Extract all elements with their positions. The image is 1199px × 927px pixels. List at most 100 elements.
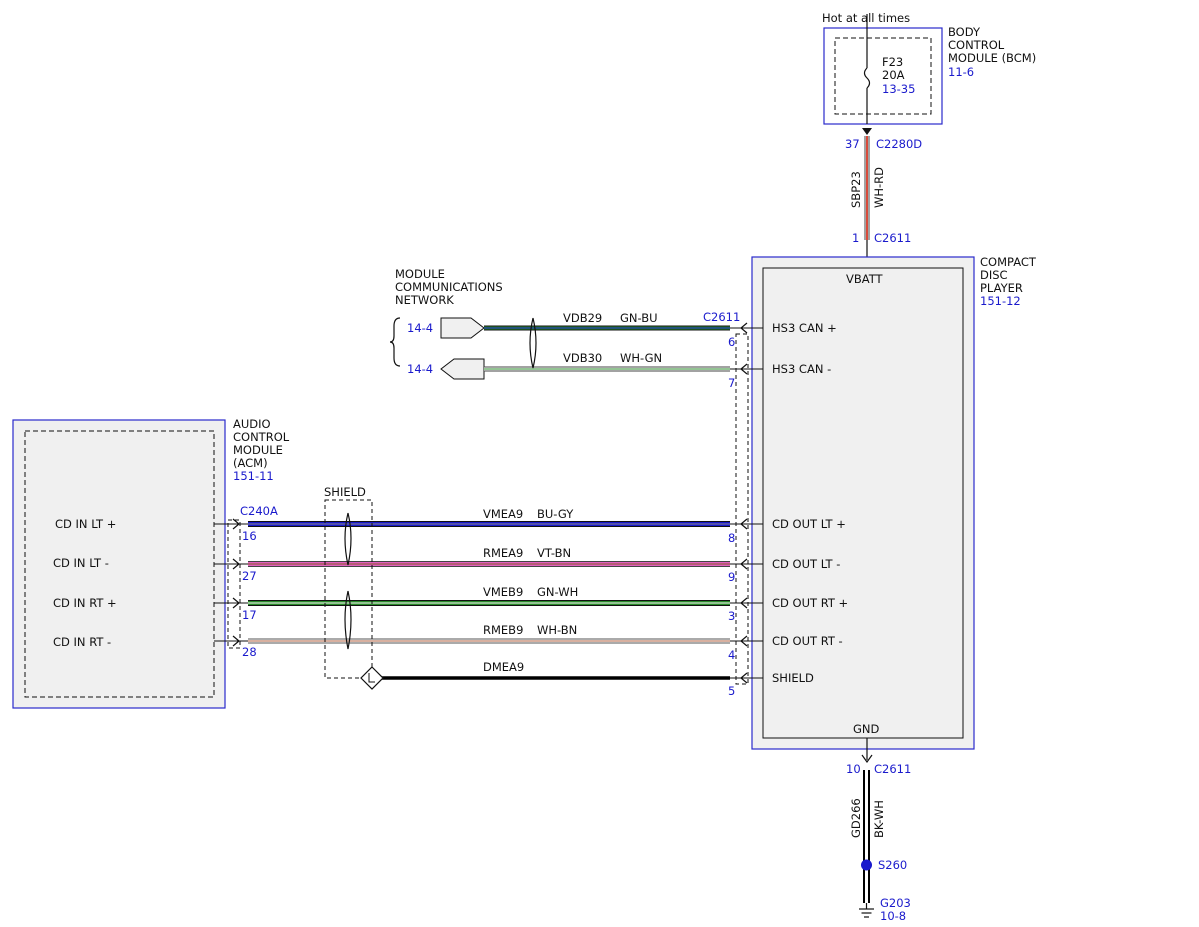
network-section: MODULE COMMUNICATIONS NETWORK 14-4 14-4 … [389, 267, 763, 390]
ground-name[interactable]: G203 [880, 896, 911, 910]
wire-rmeb9-color: WH-BN [537, 623, 577, 637]
wire-vdb30-color: WH-GN [620, 351, 662, 365]
acm-title-line-4: (ACM) [233, 456, 268, 470]
cdp-title-line-1: COMPACT [980, 255, 1037, 269]
acm-pin-label-cd-in-lt-minus: CD IN LT - [53, 556, 109, 570]
vbatt-label: VBATT [846, 272, 884, 286]
cdp-title-line-3: PLAYER [980, 281, 1023, 295]
wire-vdb29-color: GN-BU [620, 311, 658, 325]
pin-arrow-icon [740, 322, 748, 334]
bcm-ref-link[interactable]: 11-6 [948, 65, 974, 79]
acm-title-line-3: MODULE [233, 443, 283, 457]
acm-pin-label-cd-in-lt-plus: CD IN LT + [55, 517, 116, 531]
pin-arrow-icon [862, 128, 872, 135]
bcm-title-line-1: BODY [948, 25, 981, 39]
pin-arrow-icon [740, 558, 748, 570]
network-ref-link-1[interactable]: 14-4 [407, 321, 433, 335]
twisted-pair-icon [344, 512, 352, 566]
twisted-pair-icon [529, 317, 537, 369]
bcm-connector[interactable]: C2280D [876, 137, 922, 151]
fuse-ref-link[interactable]: 13-35 [882, 82, 915, 96]
vbatt-pin: 1 [852, 231, 859, 245]
cdp-pin-label-hs3-can-plus: HS3 CAN + [772, 321, 837, 335]
fuse-rating: 20A [882, 68, 905, 82]
power-wire-circuit: SBP23 [849, 171, 863, 208]
wire-vdb29-circuit: VDB29 [563, 311, 602, 325]
wire-vdb30-circuit: VDB30 [563, 351, 602, 365]
cdp-pin-label-cd-out-rt-minus: CD OUT RT - [772, 634, 843, 648]
shield-box: SHIELD [324, 485, 384, 690]
wire-vmea9-color: BU-GY [537, 507, 574, 521]
bcm-title-line-3: MODULE (BCM) [948, 51, 1036, 65]
ground-ref-link[interactable]: 10-8 [880, 909, 906, 923]
network-title-line-2: COMMUNICATIONS [395, 280, 503, 294]
cdp-title-line-2: DISC [980, 268, 1008, 282]
gnd-label: GND [853, 722, 880, 736]
vbatt-connector[interactable]: C2611 [874, 231, 911, 245]
cdp-pin-label-cd-out-lt-plus: CD OUT LT + [772, 517, 846, 531]
bcm-pin: 37 [845, 137, 860, 151]
wire-dmea9-circuit: DMEA9 [483, 660, 524, 674]
cdp-pin-8: 8 [728, 531, 735, 545]
acm-ref-link[interactable]: 151-11 [233, 469, 274, 483]
power-wire-color: WH-RD [872, 167, 886, 208]
network-out-arrow-icon [440, 317, 485, 339]
acm-connector-outline [227, 519, 241, 649]
fuse-name: F23 [882, 55, 903, 69]
acm-title-line-1: AUDIO [233, 417, 271, 431]
wire-vmeb9-color: GN-WH [537, 585, 578, 599]
network-title-line-3: NETWORK [395, 293, 454, 307]
pin-arrow-icon [740, 597, 748, 609]
acm-pin-label-cd-in-rt-minus: CD IN RT - [53, 635, 111, 649]
acm-pin-17: 17 [242, 608, 257, 622]
wire-rmea9-circuit: RMEA9 [483, 546, 523, 560]
power-wire: SBP23 WH-RD 1 C2611 [849, 136, 911, 268]
wire-vmeb9-circuit: VMEB9 [483, 585, 523, 599]
gnd-pin: 10 [846, 762, 861, 776]
shield-drain-icon [360, 666, 384, 690]
bcm-title-line-2: CONTROL [948, 38, 1005, 52]
bcm-feed-label: Hot at all times [822, 11, 910, 25]
acm-pin-16: 16 [242, 529, 257, 543]
bcm-module: Hot at all times BODY CONTROL MODULE (BC… [822, 11, 1036, 151]
pin-arrow-icon [232, 635, 240, 647]
network-in-arrow-icon [440, 358, 485, 380]
cdp-pin-6: 6 [728, 335, 735, 349]
network-title-line-1: MODULE [395, 267, 445, 281]
network-brace-icon [389, 317, 401, 367]
pin-arrow-icon [232, 558, 240, 570]
cdp-pin-label-cd-out-lt-minus: CD OUT LT - [772, 557, 840, 571]
acm-module: AUDIO CONTROL MODULE (ACM) 151-11 CD IN … [12, 417, 290, 709]
pin-arrow-icon [232, 518, 240, 530]
pin-arrow-icon [861, 754, 873, 764]
pin-arrow-icon [740, 518, 748, 530]
fuse-icon [863, 67, 871, 89]
network-ref-link-2[interactable]: 14-4 [407, 362, 433, 376]
wire-rmeb9-circuit: RMEB9 [483, 623, 523, 637]
splice-name[interactable]: S260 [878, 858, 907, 872]
acm-connector[interactable]: C240A [240, 504, 278, 518]
cdp-pin-3: 3 [728, 609, 735, 623]
acm-pin-stubs [214, 518, 248, 647]
pin-arrow-icon [740, 672, 748, 684]
acm-pin-label-cd-in-rt-plus: CD IN RT + [53, 596, 117, 610]
cdp-connector-outline [735, 333, 749, 685]
shield-label: SHIELD [324, 485, 366, 499]
cdp-pin-label-cd-out-rt-plus: CD OUT RT + [772, 596, 848, 610]
cdp-pin-5: 5 [728, 684, 735, 698]
pin-arrow-icon [740, 635, 748, 647]
cdp-pin-label-shield: SHIELD [772, 671, 814, 685]
cdp-pin-4: 4 [728, 648, 735, 662]
acm-title-line-2: CONTROL [233, 430, 290, 444]
can-connector[interactable]: C2611 [703, 310, 740, 324]
wire-vmea9-circuit: VMEA9 [483, 507, 523, 521]
gnd-connector[interactable]: C2611 [874, 762, 911, 776]
splice-icon [861, 859, 872, 871]
pin-arrow-icon [740, 363, 748, 375]
cdp-pin-label-hs3-can-minus: HS3 CAN - [772, 362, 831, 376]
acm-pin-28: 28 [242, 645, 257, 659]
cdp-ref-link[interactable]: 151-12 [980, 294, 1021, 308]
cdp-audio-stubs [730, 518, 763, 684]
cdp-pin-7: 7 [728, 376, 735, 390]
